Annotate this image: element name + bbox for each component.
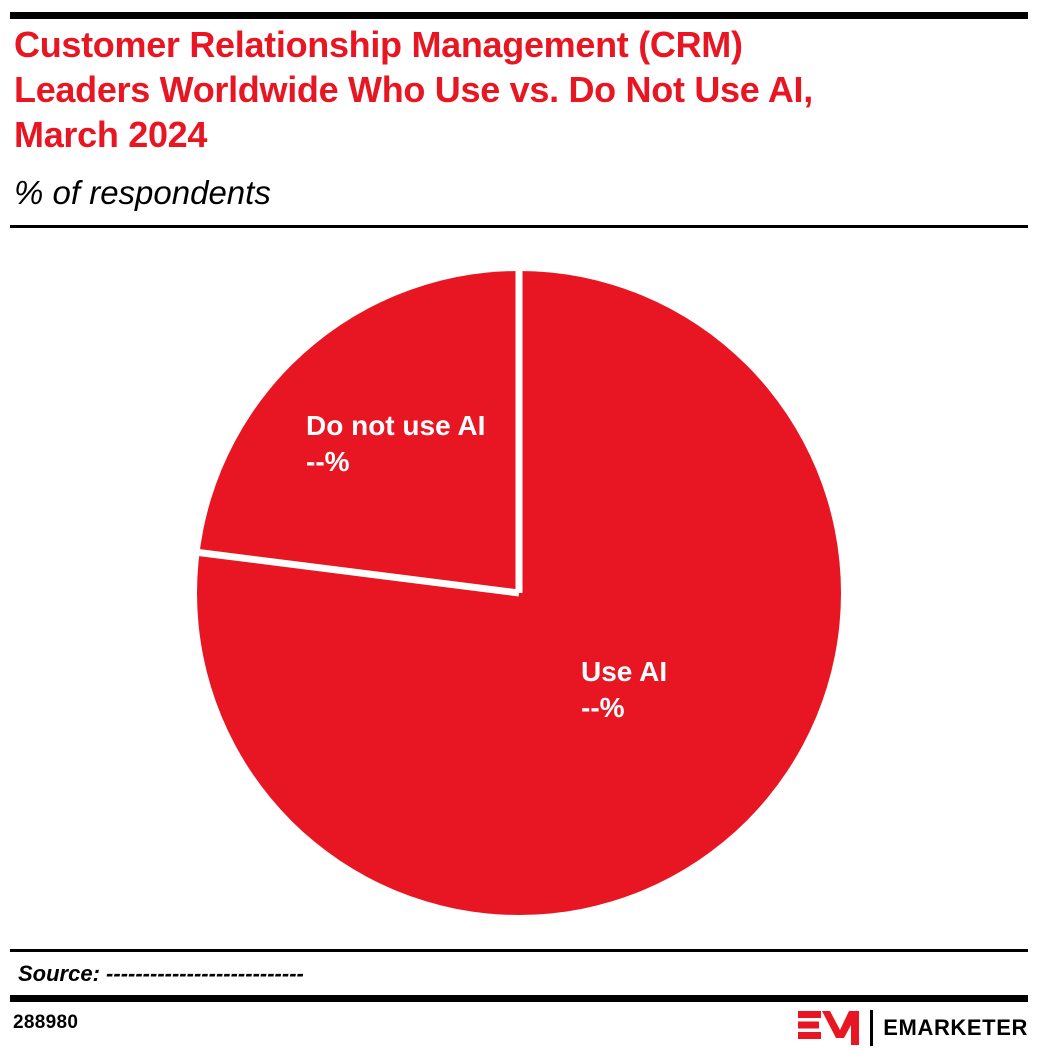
- slice-label-do-not-use-ai: Do not use AI --%: [306, 408, 485, 480]
- chart-subtitle: % of respondents: [14, 174, 271, 211]
- chart-title: Customer Relationship Management (CRM) L…: [14, 22, 954, 157]
- header-divider-line: [10, 225, 1028, 228]
- slice-label-text: Use AI: [581, 656, 668, 687]
- brand-logo: EMARKETER: [798, 1008, 1028, 1048]
- logo-wordmark: EMARKETER: [883, 1015, 1028, 1040]
- emarketer-monogram-icon: [798, 1011, 860, 1045]
- source-divider-line: [10, 949, 1028, 952]
- slice-label-use-ai: Use AI --%: [581, 654, 667, 726]
- source-label: Source:: [18, 961, 100, 986]
- slice-label-text: Do not use AI: [306, 410, 486, 441]
- slice-value-text: --%: [581, 692, 625, 723]
- footer-bar: [10, 995, 1028, 1002]
- pie-chart: [197, 271, 841, 915]
- chart-title-line-2: Leaders Worldwide Who Use vs. Do Not Use…: [14, 69, 813, 110]
- logo-divider: [870, 1010, 874, 1046]
- chart-id: 288980: [13, 1012, 79, 1033]
- slice-value-text: --%: [306, 446, 350, 477]
- chart-title-line-3: March 2024: [14, 114, 208, 155]
- source-line: Source: ---------------------------: [18, 960, 918, 988]
- source-value: ---------------------------: [106, 961, 304, 986]
- chart-title-line-1: Customer Relationship Management (CRM): [14, 24, 743, 65]
- top-accent-bar: [10, 12, 1028, 19]
